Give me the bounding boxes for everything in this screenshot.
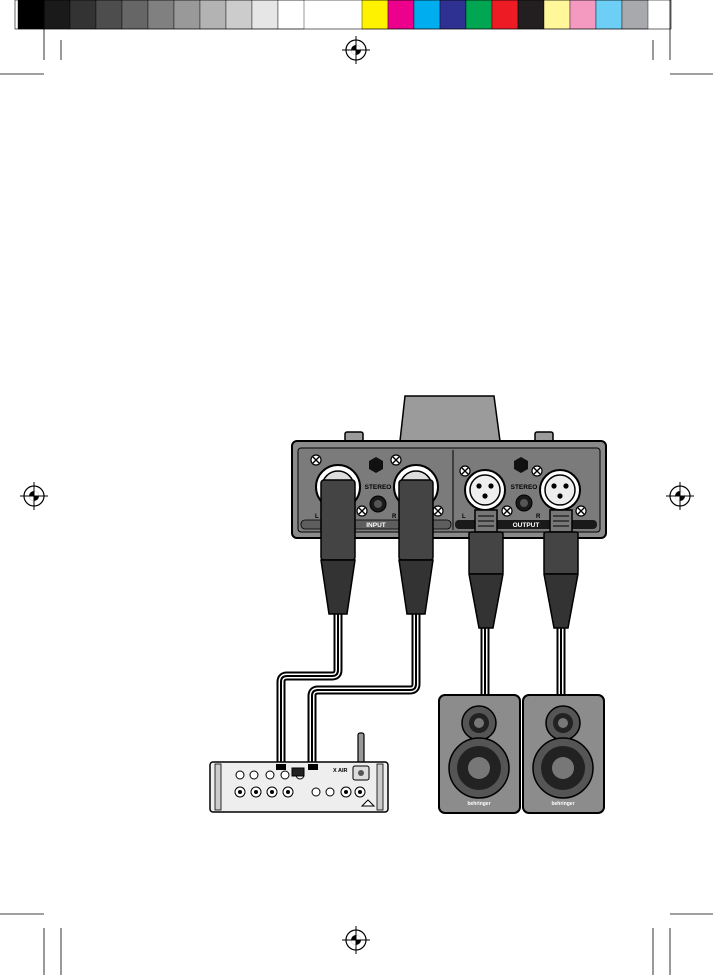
color-swatch bbox=[492, 0, 518, 29]
color-swatch bbox=[440, 0, 466, 29]
color-calibration-bar bbox=[15, 0, 671, 29]
stereo-label-output: STEREO bbox=[511, 484, 538, 491]
color-swatch bbox=[362, 0, 388, 29]
color-swatch bbox=[466, 0, 492, 29]
studio-monitor-left: behringer bbox=[439, 695, 520, 813]
stereo-label-input: STEREO bbox=[365, 484, 392, 491]
color-swatch bbox=[414, 0, 440, 29]
registration-mark-right bbox=[666, 482, 694, 510]
gray-swatch bbox=[122, 0, 148, 29]
gray-swatches bbox=[18, 0, 304, 29]
input-section-label: INPUT bbox=[366, 522, 386, 529]
input-cables bbox=[281, 614, 416, 764]
registration-mark-left bbox=[20, 482, 48, 510]
output-xlr-left bbox=[465, 470, 505, 510]
output-section-label: OUTPUT bbox=[513, 522, 540, 529]
gray-swatch bbox=[252, 0, 278, 29]
color-swatches bbox=[362, 0, 648, 29]
output-l-label: L bbox=[462, 514, 466, 520]
color-swatch bbox=[596, 0, 622, 29]
output-r-label: R bbox=[536, 514, 541, 520]
registration-mark-top bbox=[342, 36, 370, 64]
gray-swatch bbox=[96, 0, 122, 29]
gray-swatch bbox=[200, 0, 226, 29]
gray-swatch bbox=[226, 0, 252, 29]
digital-mixer: X AIR bbox=[210, 733, 388, 812]
speaker-brand-left: behringer bbox=[467, 801, 490, 807]
color-swatch bbox=[622, 0, 648, 29]
input-r-label: R bbox=[392, 514, 397, 520]
color-swatch bbox=[570, 0, 596, 29]
gray-swatch bbox=[148, 0, 174, 29]
mixer-logo: X AIR bbox=[333, 768, 347, 774]
gray-swatch bbox=[18, 0, 44, 29]
color-swatch bbox=[518, 0, 544, 29]
gray-swatch bbox=[174, 0, 200, 29]
color-swatch bbox=[544, 0, 570, 29]
input-l-label: L bbox=[315, 514, 319, 520]
input-plug-right bbox=[399, 480, 433, 614]
speaker-brand-right: behringer bbox=[551, 801, 574, 807]
registration-mark-bottom bbox=[342, 926, 370, 954]
output-cables bbox=[485, 628, 561, 700]
gray-swatch bbox=[44, 0, 70, 29]
gray-swatch bbox=[278, 0, 304, 29]
studio-monitor-right: behringer bbox=[523, 695, 604, 813]
color-swatch bbox=[388, 0, 414, 29]
gray-swatch bbox=[70, 0, 96, 29]
input-plug-left bbox=[321, 480, 355, 614]
output-xlr-right bbox=[540, 470, 580, 510]
